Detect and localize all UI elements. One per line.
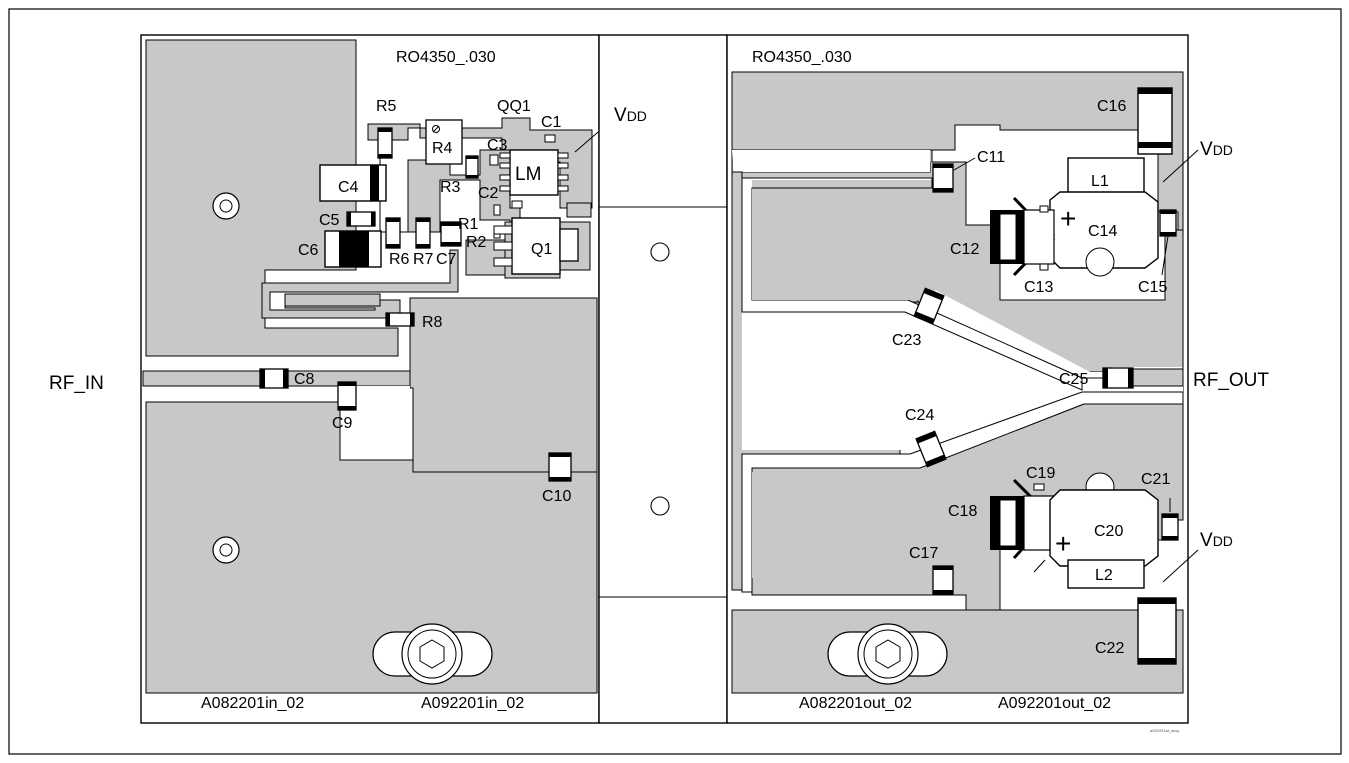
- label-c13: C13: [1024, 279, 1053, 296]
- output-board: [726, 34, 1199, 724]
- input-board: [140, 34, 613, 724]
- label-c20: C20: [1094, 523, 1123, 540]
- label-c6: C6: [298, 242, 319, 259]
- capacitor-c19: [1033, 483, 1045, 491]
- rf-out-port-label: RF_OUT: [1193, 370, 1269, 391]
- label-r5: R5: [376, 98, 397, 115]
- capacitor-c23: [913, 287, 945, 325]
- capacitor-c20: [1049, 489, 1159, 567]
- bias-copper-1: [367, 117, 593, 209]
- label-c7: C7: [436, 251, 457, 268]
- material-label-left: RO4350_.030: [396, 49, 496, 66]
- capacitor-c24: [915, 430, 947, 468]
- resistor-r8: [385, 312, 415, 327]
- label-r1: R1: [458, 216, 479, 233]
- polarity-plus-icon: +: [1060, 203, 1076, 234]
- label-c9: C9: [332, 415, 353, 432]
- label-c12: C12: [950, 241, 979, 258]
- labels: RO4350_.030 RO4350_.030 RF_IN RF_OUT VDD…: [49, 49, 1269, 733]
- label-c5: C5: [319, 212, 340, 229]
- capacitor-c2: [511, 200, 523, 209]
- label-l2: L2: [1095, 567, 1113, 584]
- label-c10: C10: [542, 488, 571, 505]
- resistor-r5: [377, 127, 393, 159]
- vdd-label: VDD: [614, 105, 647, 126]
- drawing-code: a092201af_assy: [1150, 728, 1179, 733]
- label-c21: C21: [1141, 471, 1170, 488]
- capacitor-c22: [1137, 597, 1177, 665]
- label-r4: R4: [432, 140, 453, 157]
- vdd-label: VDD: [1200, 530, 1233, 551]
- label-r2: R2: [466, 234, 487, 251]
- label-c15: C15: [1138, 279, 1167, 296]
- resistor-r7: [415, 217, 431, 249]
- label-c8: C8: [294, 371, 315, 388]
- label-c2: C2: [478, 185, 499, 202]
- capacitor-c3: [489, 154, 499, 166]
- capacitor-c10: [548, 452, 572, 482]
- center-heatsink-block: [598, 34, 728, 724]
- polarity-plus-icon: +: [1055, 528, 1071, 559]
- label-c23: C23: [892, 332, 921, 349]
- label-q1: Q1: [531, 241, 552, 258]
- material-label-right: RO4350_.030: [752, 49, 852, 66]
- copper-pad: [566, 202, 592, 218]
- label-c1: C1: [541, 114, 562, 131]
- capacitor-c11: [932, 163, 954, 193]
- label-c18: C18: [948, 503, 977, 520]
- inductor-l2: [1067, 559, 1145, 589]
- label-c14: C14: [1088, 223, 1117, 240]
- capacitor-c9: [337, 381, 357, 411]
- capacitor-c5: [346, 211, 376, 227]
- label-r6: R6: [389, 251, 410, 268]
- label-qq1: QQ1: [497, 98, 531, 115]
- rf-in-port-label: RF_IN: [49, 373, 104, 394]
- trimmer-r4: [425, 119, 463, 165]
- mounting-hole-icon: [650, 496, 670, 516]
- label-c17: C17: [909, 545, 938, 562]
- label-c24: C24: [905, 407, 934, 424]
- label-r8: R8: [422, 314, 443, 331]
- part-number-out-b: A092201out_02: [998, 695, 1111, 712]
- input-ground-pour-top: [145, 39, 399, 357]
- resistor-r6: [385, 217, 401, 249]
- capacitor-c1: [544, 134, 556, 143]
- capacitor-c13: [1039, 263, 1049, 271]
- vdd-label: VDD: [1200, 139, 1233, 160]
- label-c19: C19: [1026, 465, 1055, 482]
- label-c4: C4: [338, 179, 359, 196]
- label-lm: LM: [515, 164, 541, 185]
- capacitor-c17: [932, 565, 954, 595]
- label-c25: C25: [1059, 371, 1088, 388]
- part-number-in-a: A082201in_02: [201, 695, 304, 712]
- regulator-lm: [509, 149, 559, 196]
- label-c16: C16: [1097, 98, 1126, 115]
- bias-stub: [284, 293, 381, 307]
- label-c3: C3: [487, 137, 508, 154]
- label-c11: C11: [977, 149, 1005, 166]
- resistor-r3: [465, 155, 479, 179]
- label-l1: L1: [1091, 173, 1109, 190]
- resistor-r1: [493, 204, 501, 216]
- mounting-hole-icon: [650, 242, 670, 262]
- label-c22: C22: [1095, 640, 1124, 657]
- label-r7: R7: [413, 251, 434, 268]
- label-r3: R3: [440, 179, 461, 196]
- transistor-q1: [511, 217, 561, 275]
- part-number-in-b: A092201in_02: [421, 695, 524, 712]
- part-number-out-a: A082201out_02: [799, 695, 912, 712]
